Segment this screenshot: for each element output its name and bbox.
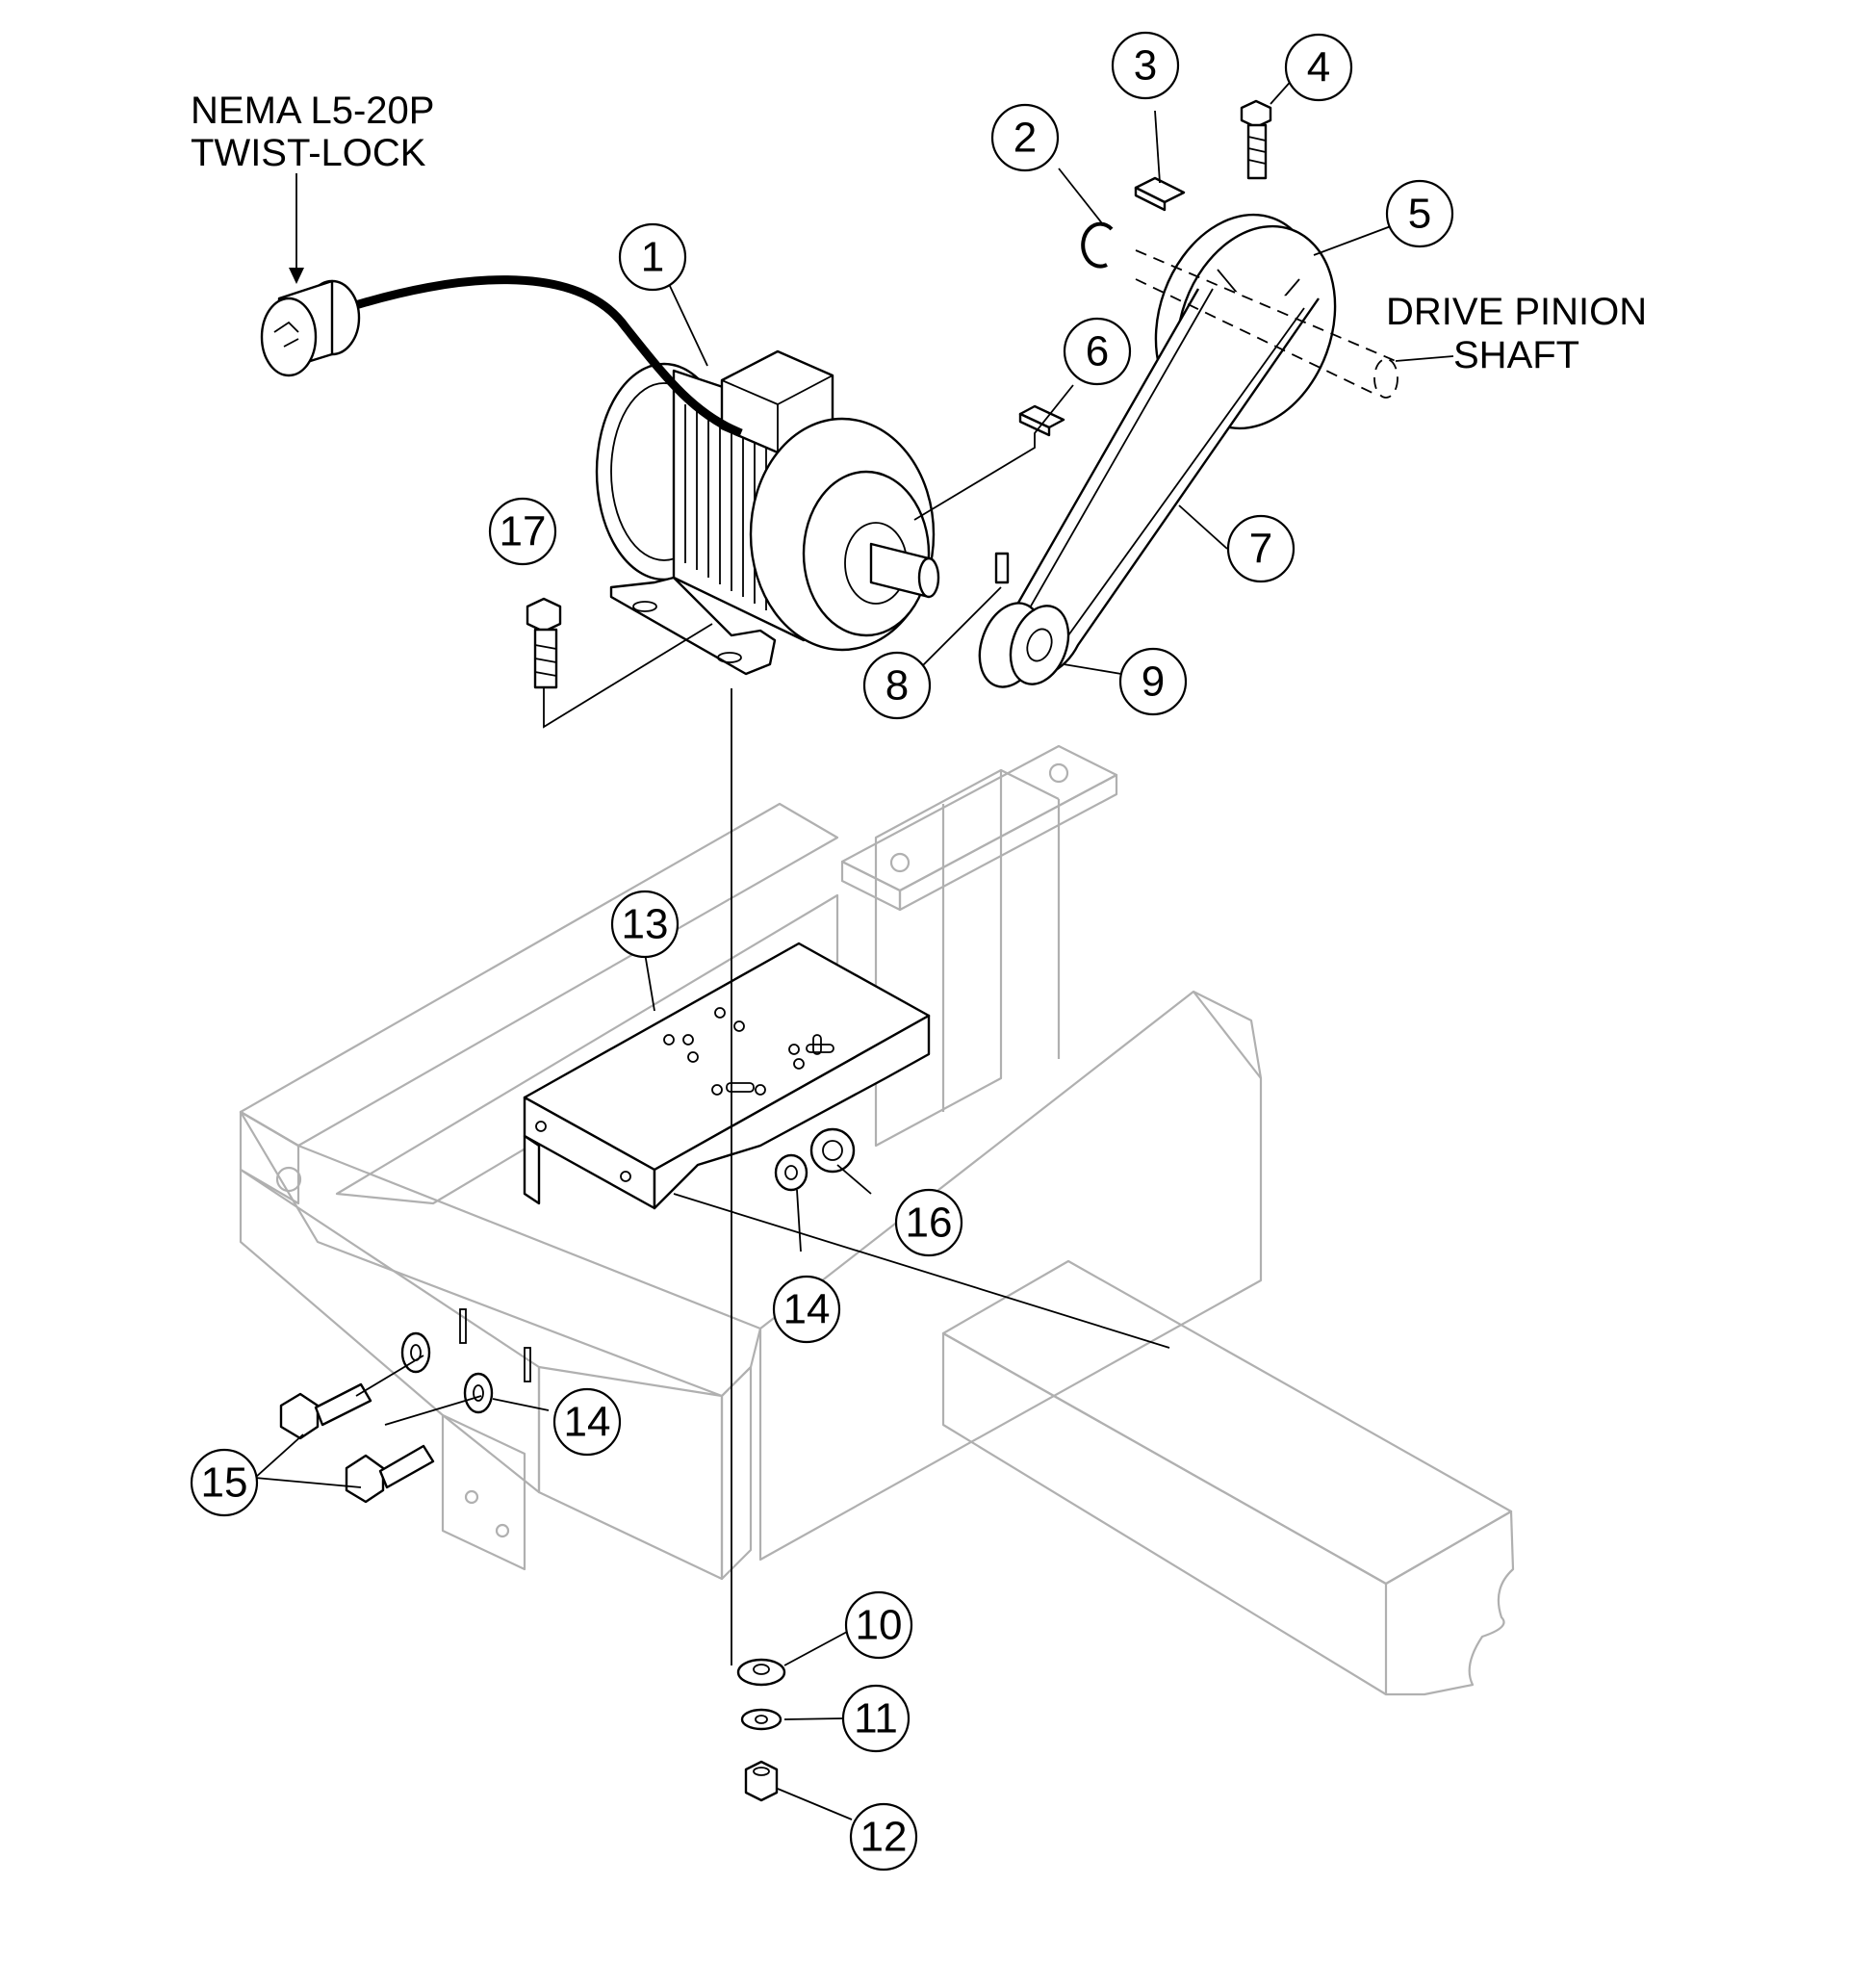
- callout-13: 13: [610, 890, 680, 959]
- callout-9-label: 9: [1142, 658, 1165, 706]
- plug-arrow: [289, 173, 304, 284]
- callout-17: 17: [488, 497, 557, 566]
- callout-7: 7: [1226, 514, 1296, 583]
- flat-washers-left: [400, 1308, 531, 1414]
- callout-14-left: 14: [552, 1387, 622, 1457]
- callout-14-right: 14: [772, 1275, 841, 1344]
- bottom-hardware: [736, 1658, 786, 1802]
- callout-12: 12: [849, 1802, 918, 1872]
- drive-pinion-shaft: [1135, 249, 1398, 399]
- retaining-ring: [1081, 221, 1114, 269]
- callout-5: 5: [1385, 179, 1454, 248]
- callout-8: 8: [862, 651, 932, 720]
- callout-14-right-label: 14: [783, 1286, 831, 1333]
- callout-8-label: 8: [885, 662, 909, 710]
- callout-1-label: 1: [641, 234, 664, 281]
- callout-10-label: 10: [856, 1602, 903, 1649]
- callout-3: 3: [1111, 31, 1180, 100]
- sheave-set-screw: [994, 552, 1010, 584]
- chassis-frame: [239, 744, 1515, 1696]
- callout-14-left-label: 14: [564, 1399, 611, 1446]
- callout-4-label: 4: [1307, 44, 1330, 91]
- callout-11-label: 11: [854, 1695, 898, 1743]
- motor-mount-bolt: [526, 597, 562, 689]
- twist-lock-plug: [260, 279, 361, 377]
- plug-label-line1: NEMA L5-20P: [191, 90, 434, 132]
- callout-16-label: 16: [906, 1200, 953, 1247]
- callout-6-label: 6: [1086, 328, 1109, 375]
- plug-label-line2: TWIST-LOCK: [191, 132, 426, 174]
- motor-sheave: [978, 602, 1070, 688]
- callout-12-label: 12: [860, 1814, 908, 1861]
- callout-4: 4: [1284, 33, 1353, 102]
- callout-16: 16: [894, 1188, 963, 1257]
- callout-7-label: 7: [1249, 526, 1272, 573]
- power-cord: [345, 275, 743, 438]
- callout-17-label: 17: [500, 508, 547, 555]
- hex-nut-right: [809, 1127, 856, 1174]
- callout-15-label: 15: [201, 1459, 248, 1507]
- callout-2-label: 2: [1013, 115, 1037, 162]
- shaft-label-line1: DRIVE PINION: [1386, 291, 1647, 333]
- motor-mount-plate: [523, 942, 931, 1210]
- callout-9: 9: [1118, 647, 1188, 716]
- pulley-set-screw: [1240, 99, 1272, 180]
- callout-10: 10: [844, 1590, 913, 1660]
- frame-bolts: [279, 1382, 435, 1504]
- callout-11: 11: [841, 1684, 911, 1753]
- callout-13-label: 13: [622, 901, 669, 948]
- callout-1: 1: [618, 222, 687, 292]
- electric-motor: [595, 349, 940, 676]
- flat-washer-right: [774, 1153, 808, 1192]
- callout-15: 15: [190, 1448, 259, 1517]
- callout-3-label: 3: [1134, 42, 1157, 90]
- callout-2: 2: [990, 103, 1060, 172]
- callout-5-label: 5: [1408, 191, 1431, 238]
- motor-shaft-key: [1018, 404, 1065, 437]
- pulley-key: [1134, 176, 1186, 212]
- callout-6: 6: [1063, 317, 1132, 386]
- shaft-label-line2: SHAFT: [1453, 334, 1579, 376]
